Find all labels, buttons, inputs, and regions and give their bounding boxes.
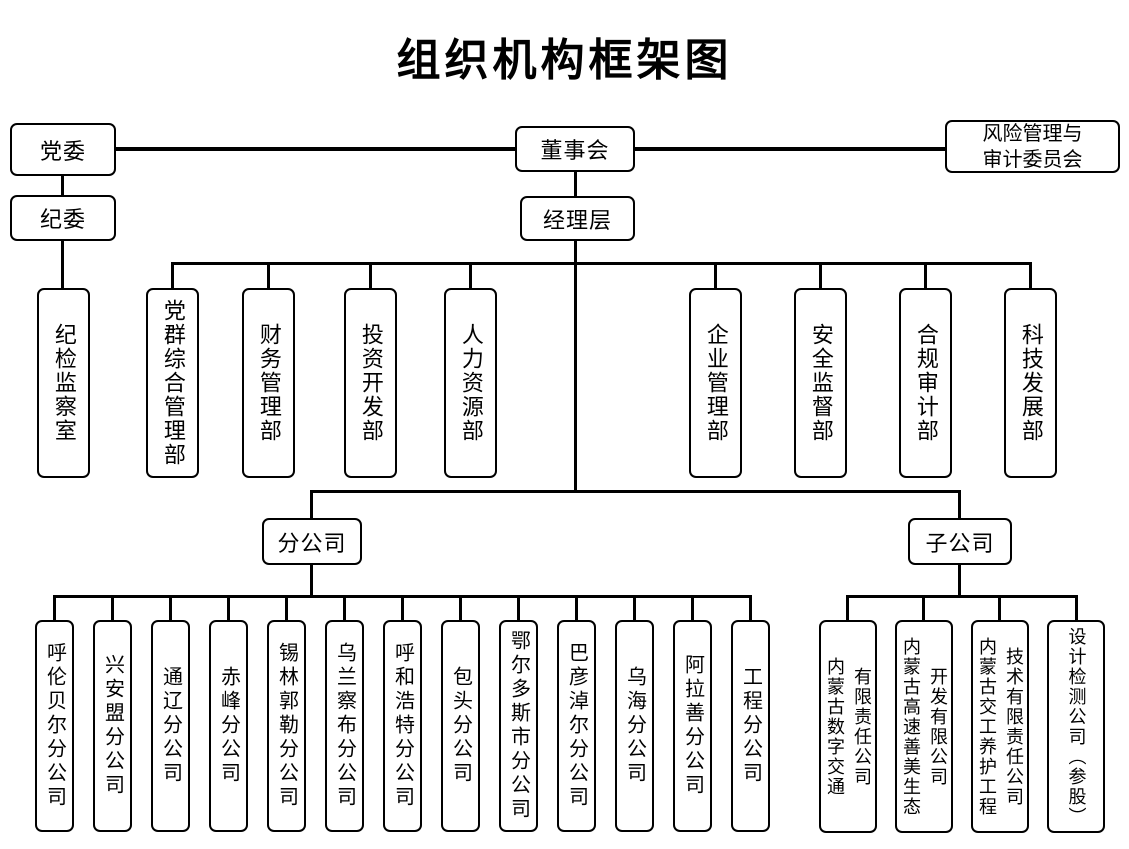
node-management-layer: 经理层 xyxy=(520,196,635,241)
node-branch-alxa: 阿拉善分公司 xyxy=(673,620,712,832)
node-branch-wuhai: 乌海分公司 xyxy=(615,620,654,832)
node-label: 内蒙古高速善美生态 开发有限公司 xyxy=(901,636,948,817)
connector-line xyxy=(1029,262,1032,289)
node-dept-safety-supervision: 安全监督部 xyxy=(794,288,847,478)
connector-line xyxy=(61,176,64,195)
node-label: 安全监督部 xyxy=(808,323,834,443)
node-label: 兴安盟分公司 xyxy=(101,654,124,798)
node-dept-finance: 财务管理部 xyxy=(242,288,295,478)
node-dept-human-resources: 人力资源部 xyxy=(444,288,497,478)
node-label: 内蒙古数字交通 有限责任公司 xyxy=(825,656,872,797)
node-branch-group: 分公司 xyxy=(262,518,362,565)
connector-line xyxy=(691,595,694,620)
connector-line xyxy=(171,262,174,289)
node-label: 呼伦贝尔分公司 xyxy=(43,642,66,810)
node-dept-investment-development: 投资开发部 xyxy=(344,288,397,478)
chart-title: 组织机构框架图 xyxy=(396,36,733,85)
node-label: 纪检监察室 xyxy=(51,323,77,443)
node-dept-compliance-audit: 合规审计部 xyxy=(899,288,952,478)
node-label: 通辽分公司 xyxy=(159,666,182,786)
node-dept-science-technology: 科技发展部 xyxy=(1004,288,1057,478)
node-label: 锡林郭勒分公司 xyxy=(275,642,298,810)
connector-line xyxy=(310,565,313,598)
node-label: 财务管理部 xyxy=(256,323,282,443)
connector-line xyxy=(633,595,636,620)
connector-line xyxy=(846,595,849,620)
node-label: 工程分公司 xyxy=(739,666,762,786)
connector-line xyxy=(169,595,172,620)
connector-line xyxy=(958,490,961,518)
node-branch-baotou: 包头分公司 xyxy=(441,620,480,832)
connector-line xyxy=(285,595,288,620)
connector-line xyxy=(635,147,945,151)
node-label: 投资开发部 xyxy=(358,323,384,443)
connector-line xyxy=(227,595,230,620)
node-subsidiary-maintenance-tech: 内蒙古交工养护工程 技术有限责任公司 xyxy=(971,620,1029,833)
node-subsidiary-group: 子公司 xyxy=(908,518,1012,565)
connector-line xyxy=(310,490,961,493)
connector-line xyxy=(310,490,313,518)
node-branch-xingan-league: 兴安盟分公司 xyxy=(93,620,132,832)
connector-line xyxy=(574,172,577,196)
node-label: 乌兰察布分公司 xyxy=(333,642,356,810)
node-branch-hohhot: 呼和浩特分公司 xyxy=(383,620,422,832)
connector-line xyxy=(819,262,822,289)
node-label: 呼和浩特分公司 xyxy=(391,642,414,810)
connector-line xyxy=(343,595,346,620)
connector-line xyxy=(369,262,372,289)
node-label: 鄂尔多斯市分公司 xyxy=(507,630,530,822)
node-label: 内蒙古交工养护工程 技术有限责任公司 xyxy=(977,636,1024,817)
node-label: 乌海分公司 xyxy=(623,666,646,786)
connector-line xyxy=(924,262,927,289)
connector-line xyxy=(958,565,961,598)
connector-line xyxy=(401,595,404,620)
node-label: 科技发展部 xyxy=(1018,323,1044,443)
connector-line xyxy=(714,262,717,289)
connector-line xyxy=(517,595,520,620)
node-party-committee: 党委 xyxy=(10,123,116,176)
connector-line xyxy=(922,595,925,620)
connector-line xyxy=(846,595,1078,598)
connector-line xyxy=(116,147,515,151)
connector-line xyxy=(469,262,472,289)
node-label: 人力资源部 xyxy=(458,323,484,443)
node-branch-engineering: 工程分公司 xyxy=(731,620,770,832)
node-subsidiary-design-testing: 设计检测公司（参股） xyxy=(1047,620,1105,833)
node-label: 包头分公司 xyxy=(449,666,472,786)
node-label: 赤峰分公司 xyxy=(217,666,240,786)
node-board-of-directors: 董事会 xyxy=(515,126,635,172)
node-label: 阿拉善分公司 xyxy=(681,654,704,798)
node-branch-ulanqab: 乌兰察布分公司 xyxy=(325,620,364,832)
connector-line xyxy=(1075,595,1078,620)
node-discipline-committee: 纪委 xyxy=(10,195,116,241)
node-discipline-inspection-office: 纪检监察室 xyxy=(37,288,90,478)
connector-line xyxy=(171,262,1032,265)
connector-line xyxy=(111,595,114,620)
node-branch-chifeng: 赤峰分公司 xyxy=(209,620,248,832)
node-branch-bayannur: 巴彦淖尔分公司 xyxy=(557,620,596,832)
node-subsidiary-digital-transport: 内蒙古数字交通 有限责任公司 xyxy=(819,620,877,833)
node-branch-tongliao: 通辽分公司 xyxy=(151,620,190,832)
connector-line xyxy=(459,595,462,620)
node-branch-ordos: 鄂尔多斯市分公司 xyxy=(499,620,538,832)
connector-line xyxy=(574,262,577,493)
connector-line xyxy=(575,595,578,620)
node-label: 合规审计部 xyxy=(913,323,939,443)
connector-line xyxy=(267,262,270,289)
node-risk-audit-committee: 风险管理与 审计委员会 xyxy=(945,120,1120,173)
node-subsidiary-shanmei-ecology: 内蒙古高速善美生态 开发有限公司 xyxy=(895,620,953,833)
node-branch-xilingol: 锡林郭勒分公司 xyxy=(267,620,306,832)
connector-line xyxy=(53,595,56,620)
node-dept-party-mass-admin: 党群综合管理部 xyxy=(146,288,199,478)
node-dept-enterprise-management: 企业管理部 xyxy=(689,288,742,478)
connector-line xyxy=(574,241,577,265)
connector-line xyxy=(61,241,64,289)
connector-line xyxy=(749,595,752,620)
node-label: 党群综合管理部 xyxy=(160,299,186,467)
node-branch-hulunbuir: 呼伦贝尔分公司 xyxy=(35,620,74,832)
connector-line xyxy=(998,595,1001,620)
node-label: 巴彦淖尔分公司 xyxy=(565,642,588,810)
node-label: 企业管理部 xyxy=(703,323,729,443)
node-label: 设计检测公司（参股） xyxy=(1066,626,1087,827)
